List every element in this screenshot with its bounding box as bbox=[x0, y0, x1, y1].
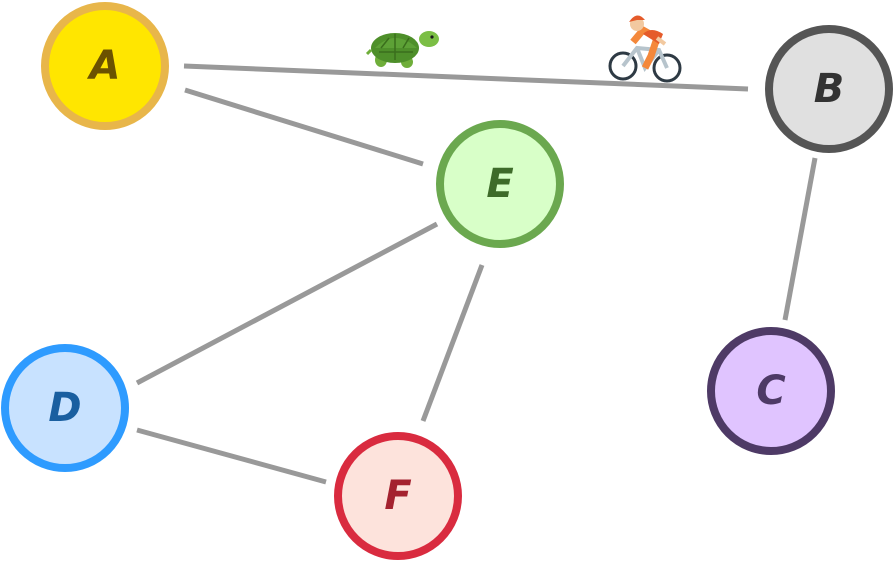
edge-a-e bbox=[184, 87, 424, 167]
edge-d-f bbox=[136, 427, 327, 485]
node-e: E bbox=[436, 120, 564, 248]
node-e-label: E bbox=[486, 161, 513, 207]
node-c-label: C bbox=[756, 368, 785, 414]
node-d: D bbox=[1, 344, 129, 472]
node-c: C bbox=[707, 327, 835, 455]
edge-b-c bbox=[782, 157, 818, 321]
node-a: A bbox=[41, 2, 169, 130]
edge-e-f bbox=[420, 264, 485, 422]
edge-a-b bbox=[183, 63, 749, 92]
node-b: B bbox=[765, 25, 893, 153]
node-a-label: A bbox=[87, 43, 121, 89]
edge-e-d bbox=[135, 221, 439, 386]
edges bbox=[135, 63, 818, 485]
node-f-label: F bbox=[384, 473, 411, 519]
turtle-icon bbox=[365, 31, 439, 68]
node-b-label: B bbox=[814, 66, 845, 112]
node-f: F bbox=[334, 432, 462, 560]
cyclist-icon bbox=[608, 15, 682, 83]
node-d-label: D bbox=[48, 385, 81, 431]
